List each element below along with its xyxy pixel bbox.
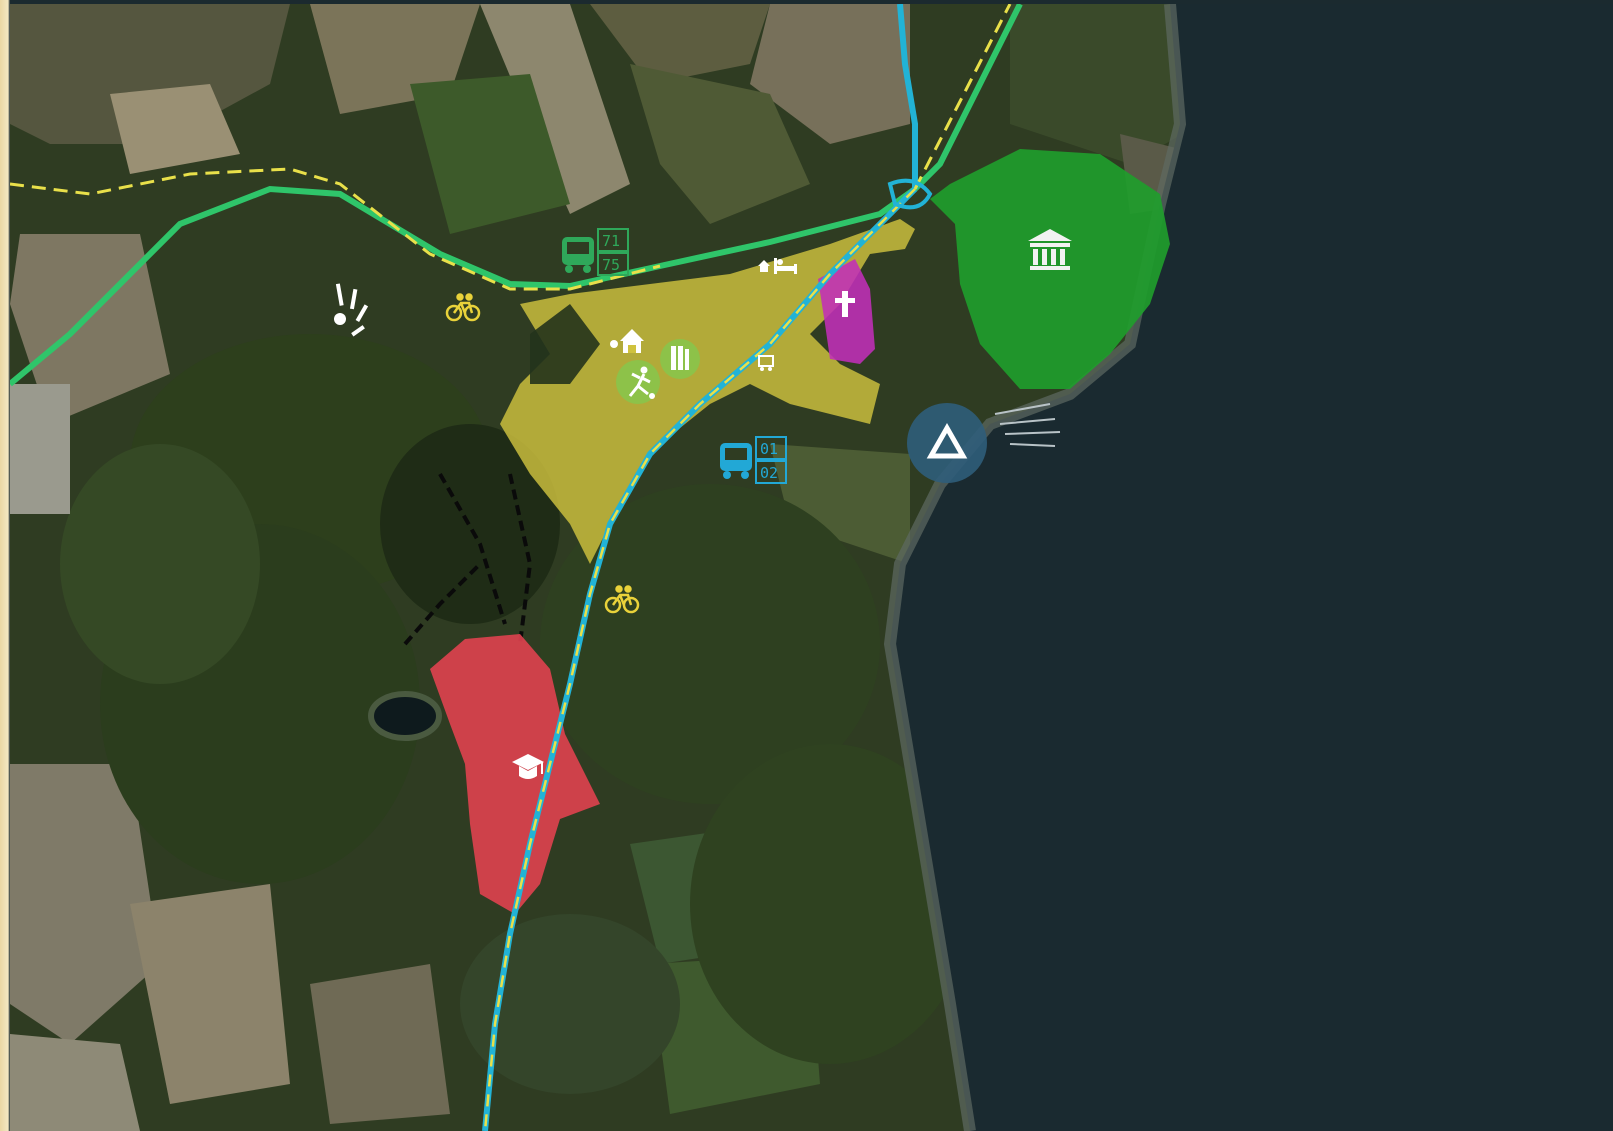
bus-icon [720,443,752,479]
bicycle-icon[interactable] [445,293,481,322]
route-number: 01 [760,440,778,458]
main-road-green-dash [10,167,661,291]
coastal-road-dash [483,188,916,1131]
forest-areas [60,334,970,1094]
small-lake [368,691,442,741]
library-icon[interactable] [660,339,700,379]
farm-fields [10,4,1200,1131]
route-number: 02 [760,464,778,482]
community-house-icon[interactable] [610,329,644,353]
route-badge [597,228,629,252]
museum-icon[interactable] [1028,229,1072,270]
roads [10,4,1023,1131]
aerial-map[interactable]: 71 75 01 02 [10,4,1613,1131]
road-junction-loop [887,178,933,210]
bus-stop-north[interactable]: 71 75 [562,228,629,276]
map-view[interactable]: 71 75 01 02 [10,4,1613,1131]
road-to-north-dash [913,4,1012,190]
school-campus-zone [430,634,600,914]
route-number: 71 [602,232,620,250]
quarry [10,384,70,514]
viewpoint-icon[interactable] [334,283,369,337]
cross-icon[interactable] [835,291,855,317]
marina [994,403,1061,447]
route-badge [755,436,787,460]
village-settlement-zone [500,219,915,564]
route-number: 75 [602,256,620,274]
road-to-north [897,4,918,189]
bus-icon [562,237,594,273]
water-body [890,4,1613,1131]
route-badge [597,252,629,276]
bicycle-icon[interactable] [604,585,640,614]
village-dark-pocket [530,304,600,384]
shop-icon[interactable] [758,355,774,371]
graduation-cap-icon[interactable] [512,754,544,779]
route-badge [755,460,787,484]
bus-stop-village[interactable]: 01 02 [720,436,787,484]
lodging-icon[interactable] [758,258,797,274]
campsite-icon[interactable] [907,403,987,483]
sports-field-icon[interactable] [616,360,660,404]
hiking-trail [403,473,533,646]
